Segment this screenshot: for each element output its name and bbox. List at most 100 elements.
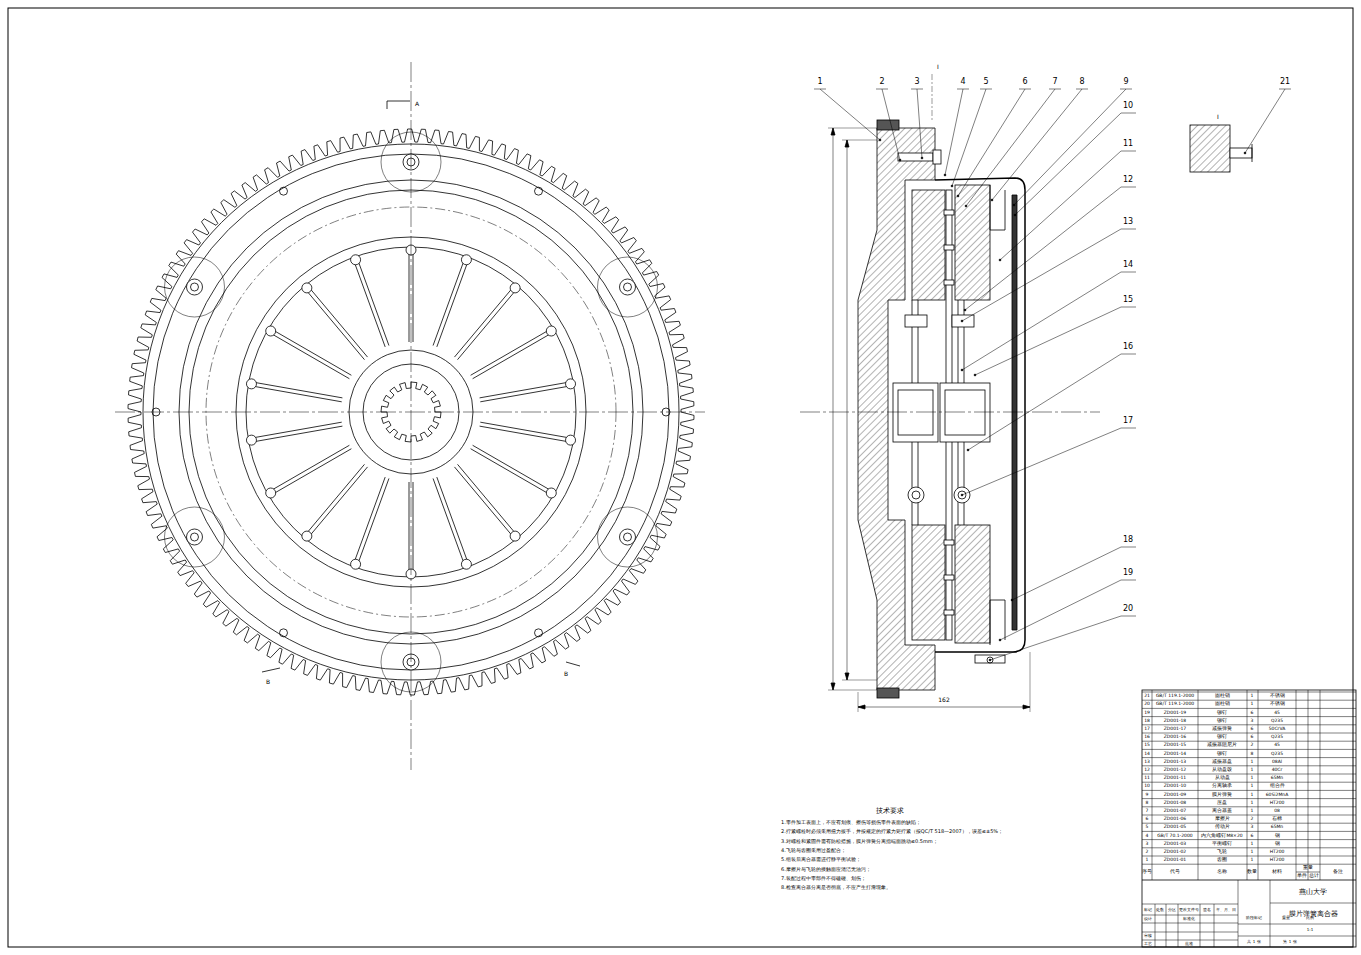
hole [535,187,543,195]
table-cell: 减振器盘 [1212,759,1232,764]
table-cell: 50CrVA [1269,727,1286,732]
title-block: 1:1 [1307,928,1313,932]
title-block: 工艺 [1144,942,1152,946]
table-cell: 2 [1146,850,1149,855]
drawing-line [1142,847,1356,848]
finger-slot [273,445,349,489]
bolt-head [624,283,632,291]
finger-slot [480,387,567,402]
table-cell: 铆钉 [1217,735,1227,740]
finger-slot [359,263,389,346]
leader-dot [974,374,976,376]
drawing-line [1320,690,1321,880]
leader-line [1121,307,1136,308]
drawing-line [1198,690,1199,880]
drawing-line [1152,690,1153,880]
leader-dot [1014,214,1016,216]
table-cell: 45 [1274,710,1280,715]
note-text: 4.飞轮与齿圈采用过盈配合； [781,847,846,852]
leader-dot [964,309,966,311]
table-cell: ZD001-16 [1164,735,1187,740]
callout-number: 8 [1079,78,1084,86]
leader-dot [965,205,967,207]
finger-hole [246,435,256,445]
title-block: 签名 [1203,908,1211,912]
table-cell: 6 [1251,710,1254,715]
parts-table [1142,690,1356,947]
finger-slot [437,477,467,560]
finger-hole [461,255,471,265]
leader-line [966,89,1055,206]
leader-dot [1013,204,1015,206]
drawing-line [1142,831,1356,832]
finger-slot [409,482,410,570]
table-cell: ZD001-11 [1164,776,1187,781]
drawing-line [1142,932,1238,933]
section-mark [387,101,410,109]
table-cell: Q235 [1271,751,1283,756]
leader-dot [957,195,959,197]
finger-slot [454,290,511,357]
callout-number: 17 [1123,417,1133,425]
table-cell: 1 [1251,702,1254,707]
note-text: 3.对螺栓和紧固件需有防松措施，膜片弹簧分离指端面跳动≤0.5mm； [781,838,938,843]
title-block: 年、月、日 [1216,908,1236,912]
finger-slot [458,464,515,531]
leader-line [1000,151,1121,260]
callout-number: 10 [1123,102,1133,110]
leader-dot [1011,599,1013,601]
table-cell: 减振器阻尼片 [1207,743,1237,748]
drawing-line [1142,690,1356,947]
table-cell: 4 [1146,833,1149,838]
table-cell: 1 [1251,850,1254,855]
bolt-head [186,529,202,545]
table-cell: ZD001-03 [1164,841,1187,846]
drawing-line [1142,774,1356,775]
callout-number: 4 [960,78,965,86]
title-block: 更改文件号 [1179,908,1199,912]
table-cell: 离合器盖 [1212,809,1232,814]
finger-slot [473,445,549,489]
drawing-line [1142,864,1356,865]
table-cell: 1 [1146,858,1149,863]
front-view [115,62,705,770]
table-header: 代号 [1170,870,1180,875]
leader-dot [989,659,991,661]
table-cell: 15 [1144,743,1150,748]
drawing-line [1142,823,1356,824]
table-cell: ZD001-09 [1164,792,1187,797]
table-cell: ZD001-18 [1164,718,1187,723]
table-cell: 1 [1251,800,1254,805]
title-block: 共 1 张 [1247,940,1260,944]
callout-number: 5 [983,78,988,86]
finger-hole [546,326,556,336]
drawing-line [1258,690,1259,880]
table-cell: 3 [1146,841,1149,846]
finger-hole [510,283,520,293]
finger-slot [409,254,410,342]
table-cell: 1 [1251,784,1254,789]
drawing-line [1142,724,1356,725]
finger-slot [454,467,511,534]
bolt-head [620,279,636,295]
table-cell: Q235 [1271,718,1283,723]
callout-number: 16 [1123,343,1133,351]
table-cell: 9 [1146,792,1149,797]
table-cell: 11 [1144,776,1150,781]
note-text: 7.装配过程中零部件不得磕碰、划伤； [781,875,866,880]
title-block: 标准化 [1183,917,1195,921]
table-cell: 13 [1144,759,1150,764]
table-cell: ZD001-10 [1164,784,1187,789]
drawing-line [1142,782,1356,783]
finger-slot [273,335,349,379]
finger-hole [546,488,556,498]
table-cell: 45 [1274,743,1280,748]
table-cell: ZD001-19 [1164,710,1187,715]
bolt-head [624,533,632,541]
view-mark: B [564,671,568,677]
leader-dot [999,639,1001,641]
table-cell: ZD001-01 [1164,858,1187,863]
table-cell: 14 [1144,751,1150,756]
table-header: 材料 [1272,870,1282,875]
leader-line [1121,547,1136,548]
